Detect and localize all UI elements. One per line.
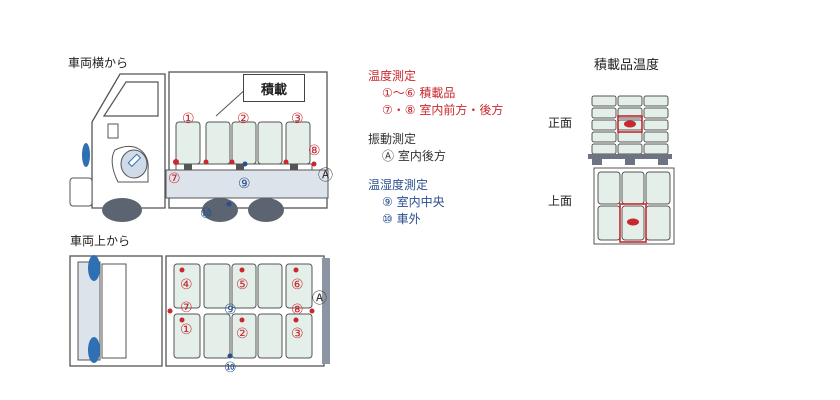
marker-1-side: ① xyxy=(182,111,195,127)
cargo-temp-title: 積載品温度 xyxy=(594,58,660,73)
legend-hum-item2: ⑩ 車外 xyxy=(382,212,421,226)
top-label: 上面 xyxy=(548,194,573,208)
truck-top-view xyxy=(69,255,330,367)
legend: 温度測定 ①〜⑥ 積載品 ⑦・⑧ 室内前方・後方 振動測定 Ⓐ 室内後方 温湿度… xyxy=(368,68,503,228)
legend-temp-item2: ⑦・⑧ 室内前方・後方 xyxy=(382,103,504,117)
marker-7-side: ⑦ xyxy=(168,171,181,187)
cargo-callout-label: 積載 xyxy=(260,82,287,98)
cargo-top-view xyxy=(593,167,675,245)
cargo-front-view xyxy=(588,95,672,165)
marker-3-side: ③ xyxy=(291,111,304,127)
marker-2-side: ② xyxy=(237,111,250,127)
marker-4-top: ④ xyxy=(180,277,193,293)
marker-2-top: ② xyxy=(236,326,249,342)
marker-1-top: ① xyxy=(180,322,193,338)
marker-8-side: ⑧ xyxy=(308,143,321,159)
legend-vib-item1: Ⓐ 室内後方 xyxy=(382,149,446,163)
legend-vib-title: 振動測定 xyxy=(368,132,417,146)
cargo-callout: 積載 xyxy=(243,74,305,102)
marker-5-top: ⑤ xyxy=(236,277,249,293)
marker-8-top: ⑧ xyxy=(291,302,304,318)
legend-temp-item1: ①〜⑥ 積載品 xyxy=(382,86,456,100)
legend-hum-item1: ⑨ 室内中央 xyxy=(382,195,445,209)
marker-10-side: ⑩ xyxy=(200,206,213,222)
marker-9-top: ⑨ xyxy=(224,302,237,318)
side-view-title: 車両横から xyxy=(68,56,129,70)
front-label: 正面 xyxy=(548,116,573,130)
marker-a-side: Ⓐ xyxy=(318,166,334,184)
marker-a-top: Ⓐ xyxy=(312,289,328,307)
marker-6-top: ⑥ xyxy=(291,277,304,293)
legend-hum-title: 温湿度測定 xyxy=(368,178,429,192)
marker-3-top: ③ xyxy=(291,326,304,342)
marker-7-top: ⑦ xyxy=(180,300,193,316)
top-view-title: 車両上から xyxy=(70,234,131,248)
marker-9-side: ⑨ xyxy=(238,176,251,192)
marker-10-top: ⑩ xyxy=(224,360,237,376)
legend-temp-title: 温度測定 xyxy=(368,69,417,83)
